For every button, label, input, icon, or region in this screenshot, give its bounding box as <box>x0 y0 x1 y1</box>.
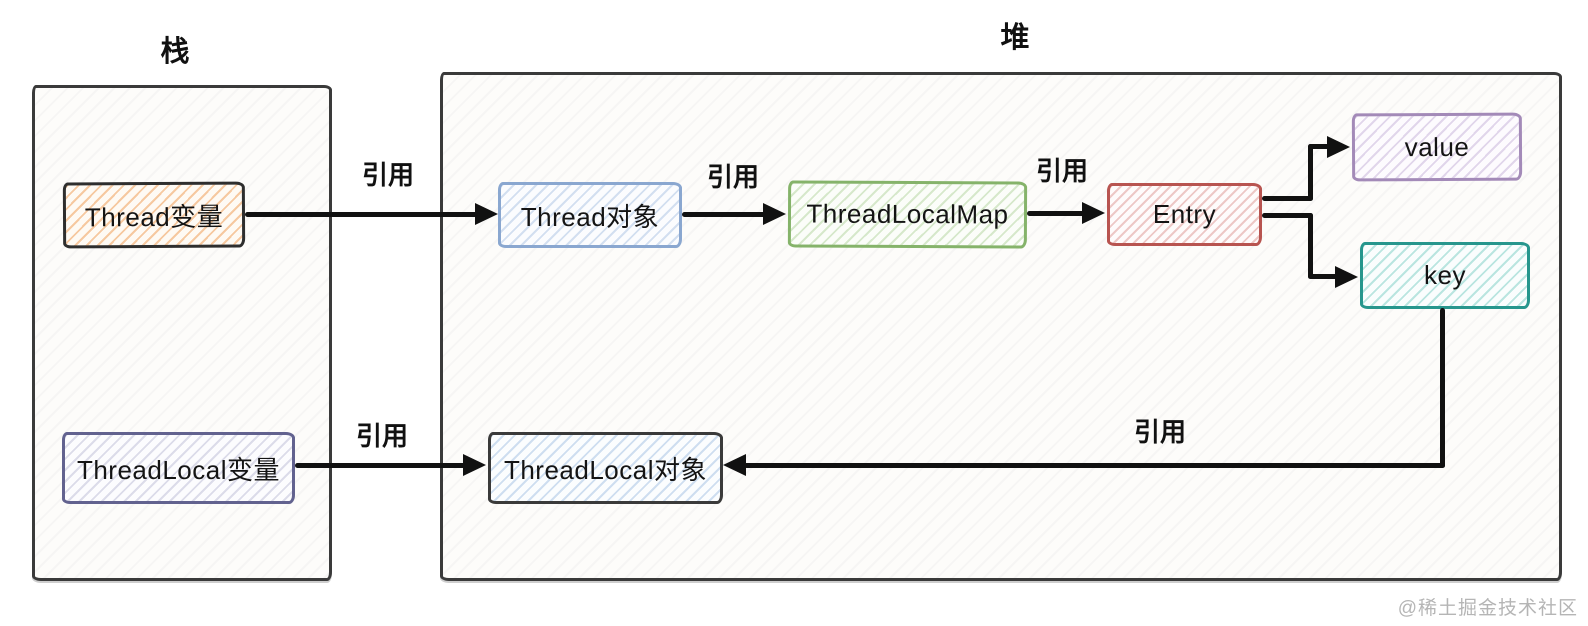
arrowhead-icon <box>475 203 498 225</box>
watermark: @稀土掘金技术社区 <box>1397 598 1578 619</box>
node-threadlocal-variable-label: ThreadLocal变量 <box>76 454 281 485</box>
edge-label-reference-2: 引用 <box>706 162 759 192</box>
arrow-entry-to-value <box>1262 196 1313 201</box>
node-thread-variable: Thread变量 <box>62 181 246 249</box>
node-threadlocal-object-label: ThreadLocal对象 <box>503 454 708 485</box>
arrow-key-to-threadlocal-obj <box>1440 308 1445 468</box>
node-key-label: key <box>1424 260 1466 290</box>
arrow-entry-to-key <box>1262 213 1313 218</box>
edge-label-reference-4: 引用 <box>355 421 408 451</box>
node-thread-variable-label: Thread变量 <box>84 201 224 232</box>
arrow-entry-to-key <box>1308 213 1313 279</box>
arrowhead-icon <box>463 454 486 476</box>
node-entry: Entry <box>1107 183 1262 246</box>
arrowhead-icon <box>1327 136 1350 158</box>
arrowhead-icon <box>723 454 746 476</box>
node-value: value <box>1351 112 1523 182</box>
heap-region-label: 堆 <box>1000 22 1030 54</box>
arrow-map-to-entry <box>1027 211 1085 216</box>
arrow-entry-to-value <box>1308 144 1330 149</box>
arrow-thread-obj-to-map <box>682 212 766 217</box>
node-thread-object-label: Thread对象 <box>520 201 660 232</box>
node-threadlocalmap-label: ThreadLocalMap <box>806 198 1009 230</box>
node-entry-label: Entry <box>1152 199 1217 229</box>
arrow-thread-var-to-thread-obj <box>245 212 478 217</box>
node-thread-object: Thread对象 <box>498 182 682 248</box>
node-threadlocal-object: ThreadLocal对象 <box>488 432 723 504</box>
node-value-label: value <box>1404 131 1470 162</box>
arrow-entry-to-value <box>1308 144 1313 201</box>
arrow-entry-to-key <box>1308 274 1338 279</box>
edge-label-reference-3: 引用 <box>1035 156 1088 186</box>
arrowhead-icon <box>1082 202 1105 224</box>
arrow-key-to-threadlocal-obj <box>744 463 1445 468</box>
arrowhead-icon <box>763 203 786 225</box>
edge-label-reference-1: 引用 <box>361 160 414 190</box>
node-key: key <box>1360 242 1530 309</box>
node-threadlocalmap: ThreadLocalMap <box>787 180 1028 249</box>
arrowhead-icon <box>1335 266 1358 288</box>
edge-label-reference-5: 引用 <box>1133 417 1186 447</box>
node-threadlocal-variable: ThreadLocal变量 <box>62 432 295 504</box>
stack-region <box>32 85 332 581</box>
stack-region-label: 栈 <box>160 36 190 68</box>
arrow-threadlocal-var-to-obj <box>295 463 466 468</box>
